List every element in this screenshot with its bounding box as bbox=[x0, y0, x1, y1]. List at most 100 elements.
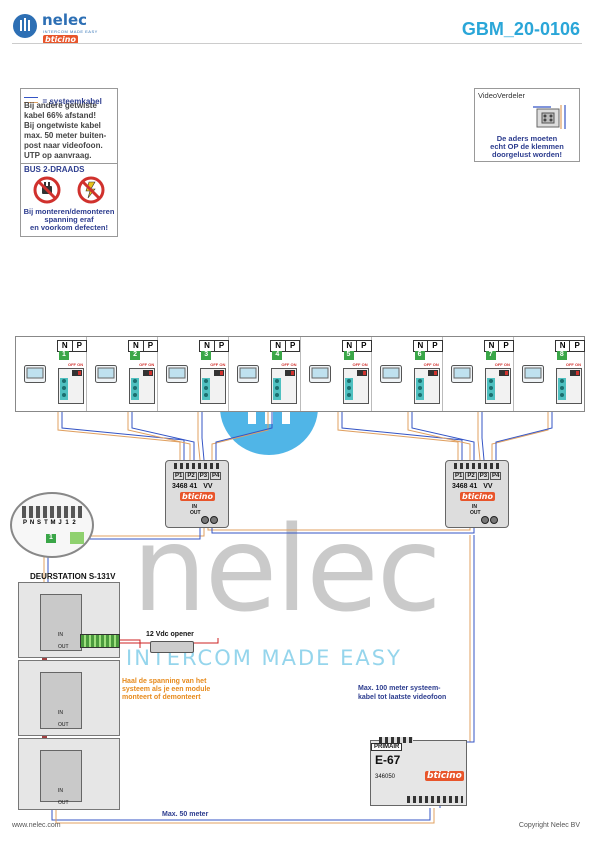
cable-info-lines: Bij andere getwiste kabel 66% afstand! B… bbox=[24, 101, 106, 161]
np-header: N P bbox=[57, 340, 87, 352]
video-monitor-icon bbox=[24, 365, 46, 383]
no-electricity-icon bbox=[77, 176, 105, 204]
wire bbox=[43, 524, 205, 592]
wire bbox=[495, 408, 553, 460]
video-box-title: VideoVerdeler bbox=[478, 91, 525, 100]
bus-warning-box: BUS 2-DRAADS Bij monteren/demonteren spa… bbox=[20, 163, 118, 237]
p-label: P bbox=[427, 341, 442, 351]
apartment-unit: N P 2 OFF ON bbox=[87, 337, 159, 411]
warning-line: Bij monteren/demonteren bbox=[23, 207, 115, 216]
p-label: P bbox=[71, 341, 87, 351]
np-header: N P bbox=[341, 340, 372, 352]
video-box-text: De aders moeten echt OP de klemmen doorg… bbox=[475, 135, 579, 159]
wire bbox=[211, 408, 269, 460]
video-monitor-icon bbox=[95, 365, 118, 383]
wire bbox=[411, 408, 475, 460]
n-label: N bbox=[132, 341, 139, 350]
np-header: N P bbox=[412, 340, 443, 352]
distributor-brand: bticino bbox=[460, 492, 495, 501]
cable-legend: = systeemkabel bbox=[24, 91, 102, 109]
video-monitor-icon bbox=[450, 365, 473, 383]
warning-line: spanning eraf bbox=[44, 215, 94, 224]
dip-value: 1 bbox=[46, 534, 56, 543]
info-line: max. 50 meter buiten- bbox=[24, 131, 107, 140]
n-label: N bbox=[275, 341, 282, 350]
psu-top-terminals bbox=[379, 737, 413, 743]
p-label: P bbox=[213, 341, 229, 351]
wire bbox=[55, 806, 435, 824]
header-divider bbox=[12, 43, 582, 44]
n-label: N bbox=[61, 341, 68, 350]
terminal-block-icon bbox=[129, 368, 156, 404]
wire bbox=[127, 408, 191, 460]
distributor-ports: P1 P2 P3 P4 bbox=[453, 472, 502, 480]
info-line: kabel 66% afstand! bbox=[24, 111, 97, 120]
distributor-brand: bticino bbox=[180, 492, 215, 501]
switch-label: OFF ON bbox=[210, 362, 226, 367]
distributor-model: 3468 41 VV bbox=[172, 483, 213, 490]
dip-labels: P N S T M J 1 2 bbox=[22, 520, 76, 526]
info-line: post naar videofoon. bbox=[24, 141, 103, 150]
p-label: P bbox=[569, 341, 584, 351]
terminal-block-icon bbox=[271, 368, 298, 404]
max-50-annotation: Max. 50 meter bbox=[162, 811, 209, 818]
unit-number: 6 bbox=[414, 351, 425, 360]
video-monitor-icon bbox=[237, 365, 260, 383]
module-board bbox=[40, 750, 82, 802]
module-in-label: IN bbox=[58, 710, 63, 716]
distributor-in-label: IN bbox=[472, 504, 477, 510]
info-line: UTP op aanvraag. bbox=[24, 151, 92, 160]
np-header: N P bbox=[128, 340, 159, 352]
brand-name: nelec bbox=[42, 11, 88, 29]
opener-label: 12 Vdc opener bbox=[146, 631, 194, 638]
psu-primary-label: PRIMAIR bbox=[371, 743, 403, 751]
apartment-unit: N P 1 OFF ON bbox=[16, 337, 88, 411]
wire bbox=[47, 524, 201, 592]
wire bbox=[491, 408, 549, 460]
n-label: N bbox=[559, 341, 566, 350]
distributor-out-label: OUT bbox=[470, 510, 481, 516]
np-header: N P bbox=[270, 340, 301, 352]
video-distributor-icon bbox=[533, 105, 566, 129]
p-label: P bbox=[142, 341, 158, 351]
module-board bbox=[40, 594, 82, 651]
distributor-top-terminals bbox=[454, 463, 500, 469]
max-100-annotation: Max. 100 meter systeem- kabel tot laatst… bbox=[358, 685, 447, 701]
psu-brand: bticino bbox=[425, 771, 464, 781]
n-label: N bbox=[346, 341, 353, 350]
psu-bottom-terminals bbox=[407, 796, 463, 803]
video-line: De aders moeten bbox=[496, 134, 558, 143]
apartment-unit: N P 6 OFF ON bbox=[372, 337, 443, 411]
module-out-label: OUT bbox=[58, 722, 69, 728]
distributor-screw-icon bbox=[201, 516, 218, 524]
psu-model: E-67 bbox=[375, 753, 401, 767]
unit-number: 8 bbox=[556, 351, 567, 360]
terminal-block-icon bbox=[413, 368, 440, 404]
switch-label: OFF ON bbox=[68, 362, 84, 367]
distributor-out-label: OUT bbox=[190, 510, 201, 516]
warning-line: en voorkom defecten! bbox=[30, 223, 108, 232]
switch-label: OFF ON bbox=[139, 362, 155, 367]
unit-number: 5 bbox=[343, 351, 354, 360]
distributor-top-terminals bbox=[174, 463, 220, 469]
door-station: IN OUT IN OUT IN OUT bbox=[18, 582, 120, 812]
unit-number: 7 bbox=[485, 351, 496, 360]
wire bbox=[211, 524, 475, 534]
wire bbox=[207, 524, 471, 531]
np-header: N P bbox=[483, 340, 514, 352]
unit-number: 3 bbox=[201, 351, 212, 360]
video-distributor-2: P1 P2 P3 P4 3468 41 VV bticino IN OUT bbox=[445, 460, 509, 528]
footer-url[interactable]: www.nelec.com bbox=[12, 822, 61, 829]
wire bbox=[98, 638, 219, 644]
distributor-in-label: IN bbox=[192, 504, 197, 510]
unit-number: 2 bbox=[130, 351, 141, 360]
wire bbox=[477, 408, 481, 461]
switch-label: OFF ON bbox=[494, 362, 510, 367]
apartment-unit: N P 4 OFF ON bbox=[229, 337, 301, 411]
module-out-label: OUT bbox=[58, 644, 69, 650]
power-supply: PRIMAIR E-67 346050 bticino bbox=[370, 737, 467, 806]
footer-copyright: Copyright Nelec BV bbox=[518, 822, 580, 829]
video-monitor-icon bbox=[521, 365, 544, 383]
n-label: N bbox=[417, 341, 424, 350]
door-station-title: DEURSTATION S-131V bbox=[30, 572, 116, 581]
